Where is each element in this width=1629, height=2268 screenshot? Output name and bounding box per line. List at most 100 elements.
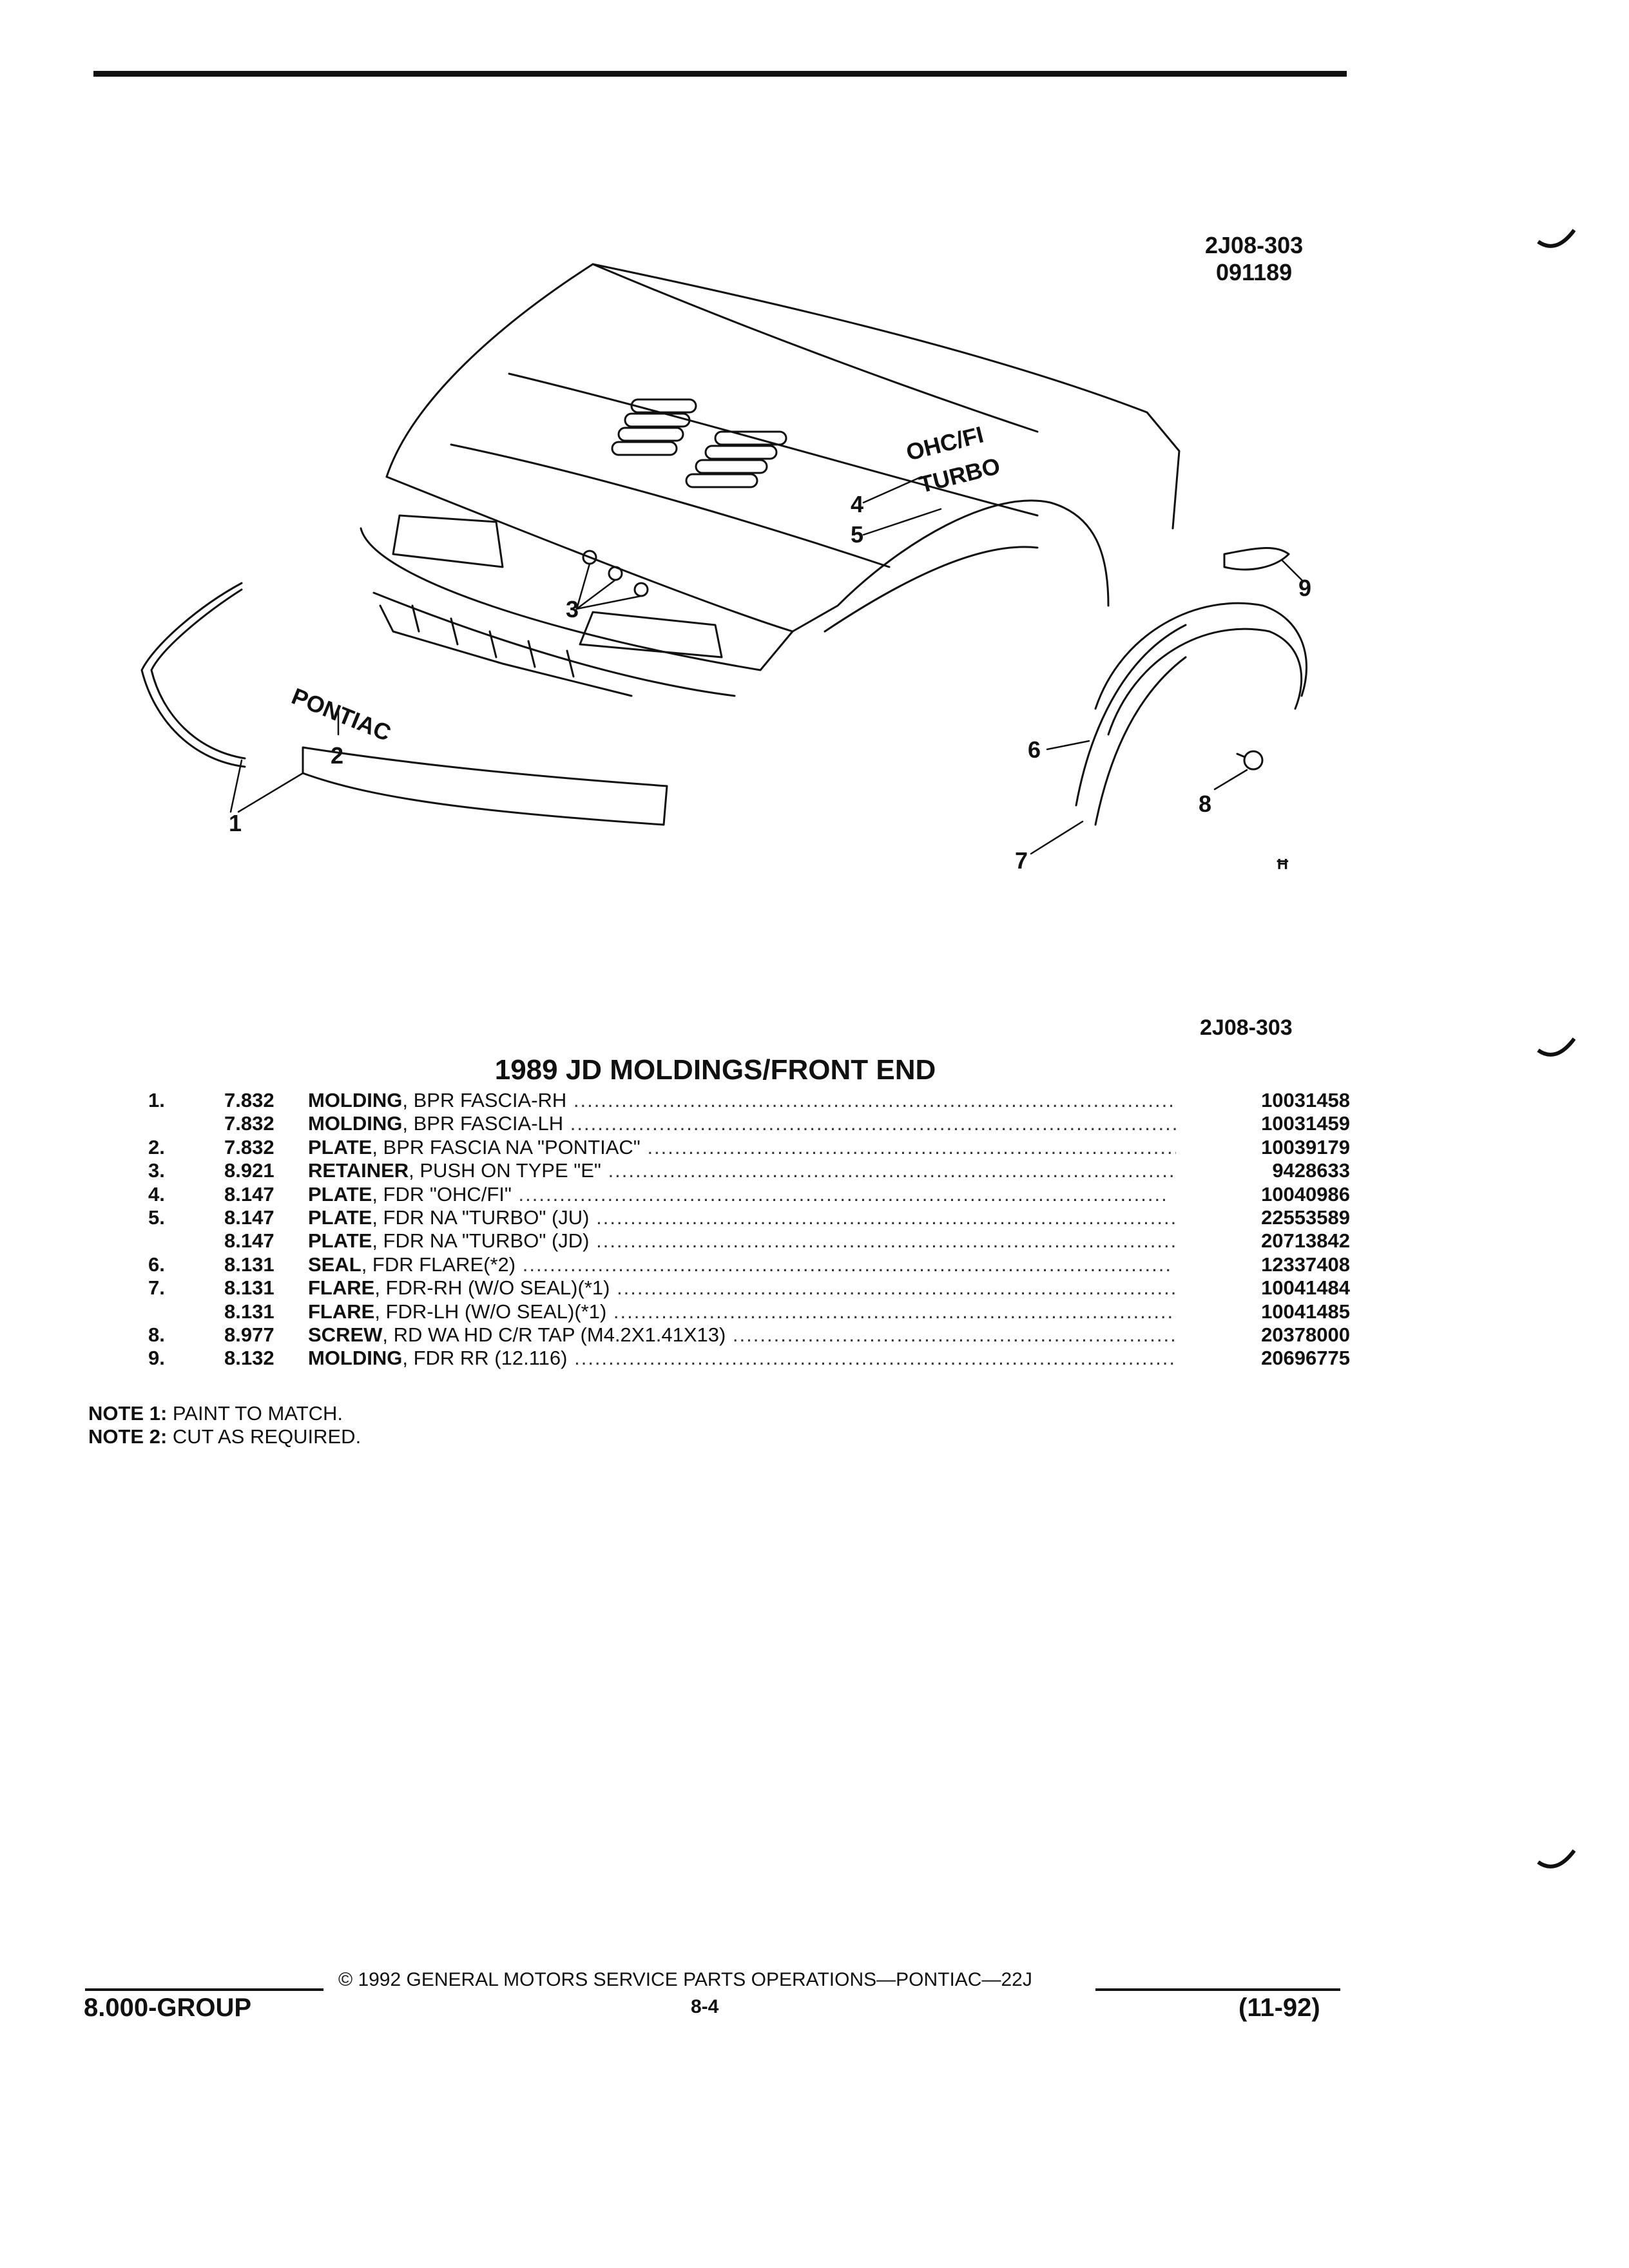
description: PLATE, FDR "OHC/FI" ....................… (308, 1183, 1176, 1206)
figure-id: 2J08-303 (1205, 232, 1304, 258)
parts-row: 6. 8.131 SEAL, FDR FLARE(*2) ...........… (129, 1253, 1350, 1276)
group-code: 8.131 (224, 1300, 275, 1323)
group-code: 8.147 (224, 1182, 275, 1206)
callout-3: 3 (566, 596, 579, 622)
leader-lines (229, 476, 1303, 855)
part-number: 20378000 (1261, 1323, 1350, 1346)
leader-dots: ........................................… (516, 1253, 1172, 1276)
note-text: CUT AS REQUIRED. (172, 1425, 361, 1448)
ref-number: 4. (148, 1182, 165, 1206)
leader-dots: ........................................… (617, 1276, 1176, 1300)
part-detail: , BPR FASCIA NA "PONTIAC" (372, 1135, 641, 1158)
callout-1: 1 (229, 810, 242, 836)
callout-2: 2 (331, 742, 343, 769)
part-number: 20696775 (1261, 1347, 1350, 1370)
footer-date: (11-92) (1239, 1994, 1320, 2022)
parts-row: 3. 8.921 RETAINER, PUSH ON TYPE "E" ....… (129, 1159, 1350, 1182)
part-name: MOLDING (308, 1347, 403, 1370)
leader-dots: ........................................… (647, 1135, 1176, 1158)
ref-number: 5. (148, 1206, 165, 1229)
group-code: 8.147 (224, 1206, 275, 1229)
figure-mark: ꟸ (1276, 855, 1289, 881)
fender-flare (1075, 602, 1307, 826)
screw (1236, 750, 1264, 771)
callout-6: 6 (1028, 736, 1041, 763)
exploded-parts-diagram: PONTIAC OHC/FI TURBO 1 2 3 4 5 6 7 8 9 ꟸ (140, 263, 1311, 881)
note-2: NOTE 2: CUT AS REQUIRED. (88, 1425, 361, 1448)
part-detail: , RD WA HD C/R TAP (M4.2X1.41X13) (382, 1323, 726, 1346)
part-name: RETAINER (308, 1159, 409, 1182)
parts-row: 4. 8.147 PLATE, FDR "OHC/FI" ...........… (129, 1183, 1350, 1206)
rear-fender-molding (1223, 547, 1290, 571)
parts-row: 8.147 PLATE, FDR NA "TURBO" (JD) .......… (129, 1229, 1350, 1253)
leader-dots: ........................................… (596, 1229, 1176, 1253)
callout-9: 9 (1298, 575, 1311, 601)
description: RETAINER, PUSH ON TYPE "E" .............… (308, 1159, 1176, 1182)
leader-dots: ........................................… (511, 1182, 1168, 1206)
ref-number: 1. (148, 1089, 165, 1111)
part-number: 10039179 (1261, 1135, 1350, 1158)
leader-dots: ........................................… (608, 1159, 1176, 1182)
leader-dots: ........................................… (567, 1347, 1176, 1370)
top-rule (93, 71, 1347, 77)
parts-row: 1. 7.832 MOLDING, BPR FASCIA-RH ........… (129, 1089, 1350, 1112)
group-code: 8.131 (224, 1253, 275, 1276)
part-number: 10040986 (1261, 1182, 1350, 1206)
callout-5: 5 (851, 521, 863, 548)
part-name: PLATE (308, 1229, 372, 1253)
binder-mark (1537, 1849, 1576, 1869)
description: MOLDING, BPR FASCIA-LH .................… (308, 1112, 1176, 1135)
group-code: 8.131 (224, 1276, 275, 1300)
notes: NOTE 1: PAINT TO MATCH. NOTE 2: CUT AS R… (88, 1402, 361, 1448)
parts-row: 7.832 MOLDING, BPR FASCIA-LH ...........… (129, 1112, 1350, 1135)
part-number: 20713842 (1261, 1229, 1350, 1253)
part-detail: , PUSH ON TYPE "E" (409, 1159, 601, 1182)
part-number: 10031459 (1261, 1112, 1350, 1135)
description: FLARE, FDR-LH (W/O SEAL)(*1) ...........… (308, 1300, 1176, 1323)
part-detail: , FDR NA "TURBO" (JU) (372, 1206, 590, 1229)
ref-number: 2. (148, 1135, 165, 1158)
figure-date-code: 091189 (1215, 259, 1293, 285)
ref-number: 8. (148, 1323, 165, 1346)
part-name: PLATE (308, 1182, 372, 1206)
bumper-moldings (140, 582, 668, 826)
part-detail: , FDR-RH (W/O SEAL)(*1) (374, 1276, 610, 1300)
part-name: SCREW (308, 1323, 383, 1346)
group-code: 7.832 (224, 1112, 275, 1135)
part-detail: , FDR FLARE(*2) (361, 1253, 516, 1276)
binder-mark (1537, 1037, 1576, 1057)
note-label: NOTE 1: (88, 1402, 168, 1425)
parts-row: 5. 8.147 PLATE, FDR NA "TURBO" (JU) ....… (129, 1206, 1350, 1229)
ref-number: 6. (148, 1253, 165, 1276)
parts-list: 1. 7.832 MOLDING, BPR FASCIA-RH ........… (129, 1089, 1350, 1370)
part-name: MOLDING (308, 1112, 403, 1135)
figure-id-block: 2J08-303 091189 (1205, 232, 1303, 286)
headlights (392, 514, 723, 658)
hood-outline (385, 263, 1181, 633)
part-number: 12337408 (1261, 1253, 1350, 1276)
footer-copyright: © 1992 GENERAL MOTORS SERVICE PARTS OPER… (338, 1969, 1032, 1990)
part-number: 9428633 (1272, 1159, 1350, 1182)
part-number: 10041484 (1261, 1276, 1350, 1300)
leader-dots: ........................................… (566, 1089, 1176, 1111)
ref-number: 9. (148, 1347, 165, 1370)
ref-number: 7. (148, 1276, 165, 1300)
group-code: 8.921 (224, 1159, 275, 1182)
part-number: 10041485 (1261, 1300, 1350, 1323)
group-code: 7.832 (224, 1089, 275, 1111)
page-number: 8-4 (691, 1996, 719, 2017)
part-detail: , BPR FASCIA-RH (402, 1089, 567, 1111)
leader-dots: ........................................… (613, 1300, 1176, 1323)
group-code: 8.977 (224, 1323, 275, 1346)
part-name: PLATE (308, 1206, 372, 1229)
group-code: 8.147 (224, 1229, 275, 1253)
note-text: PAINT TO MATCH. (172, 1402, 343, 1425)
description: FLARE, FDR-RH (W/O SEAL)(*1) ...........… (308, 1276, 1176, 1300)
badge-pontiac: PONTIAC (288, 682, 395, 746)
ref-number: 3. (148, 1159, 165, 1182)
description: PLATE, FDR NA "TURBO" (JD) .............… (308, 1229, 1176, 1253)
parts-row: 7. 8.131 FLARE, FDR-RH (W/O SEAL)(*1) ..… (129, 1276, 1350, 1300)
binder-mark (1537, 229, 1576, 248)
part-number: 10031458 (1261, 1089, 1350, 1111)
part-name: MOLDING (308, 1089, 403, 1111)
